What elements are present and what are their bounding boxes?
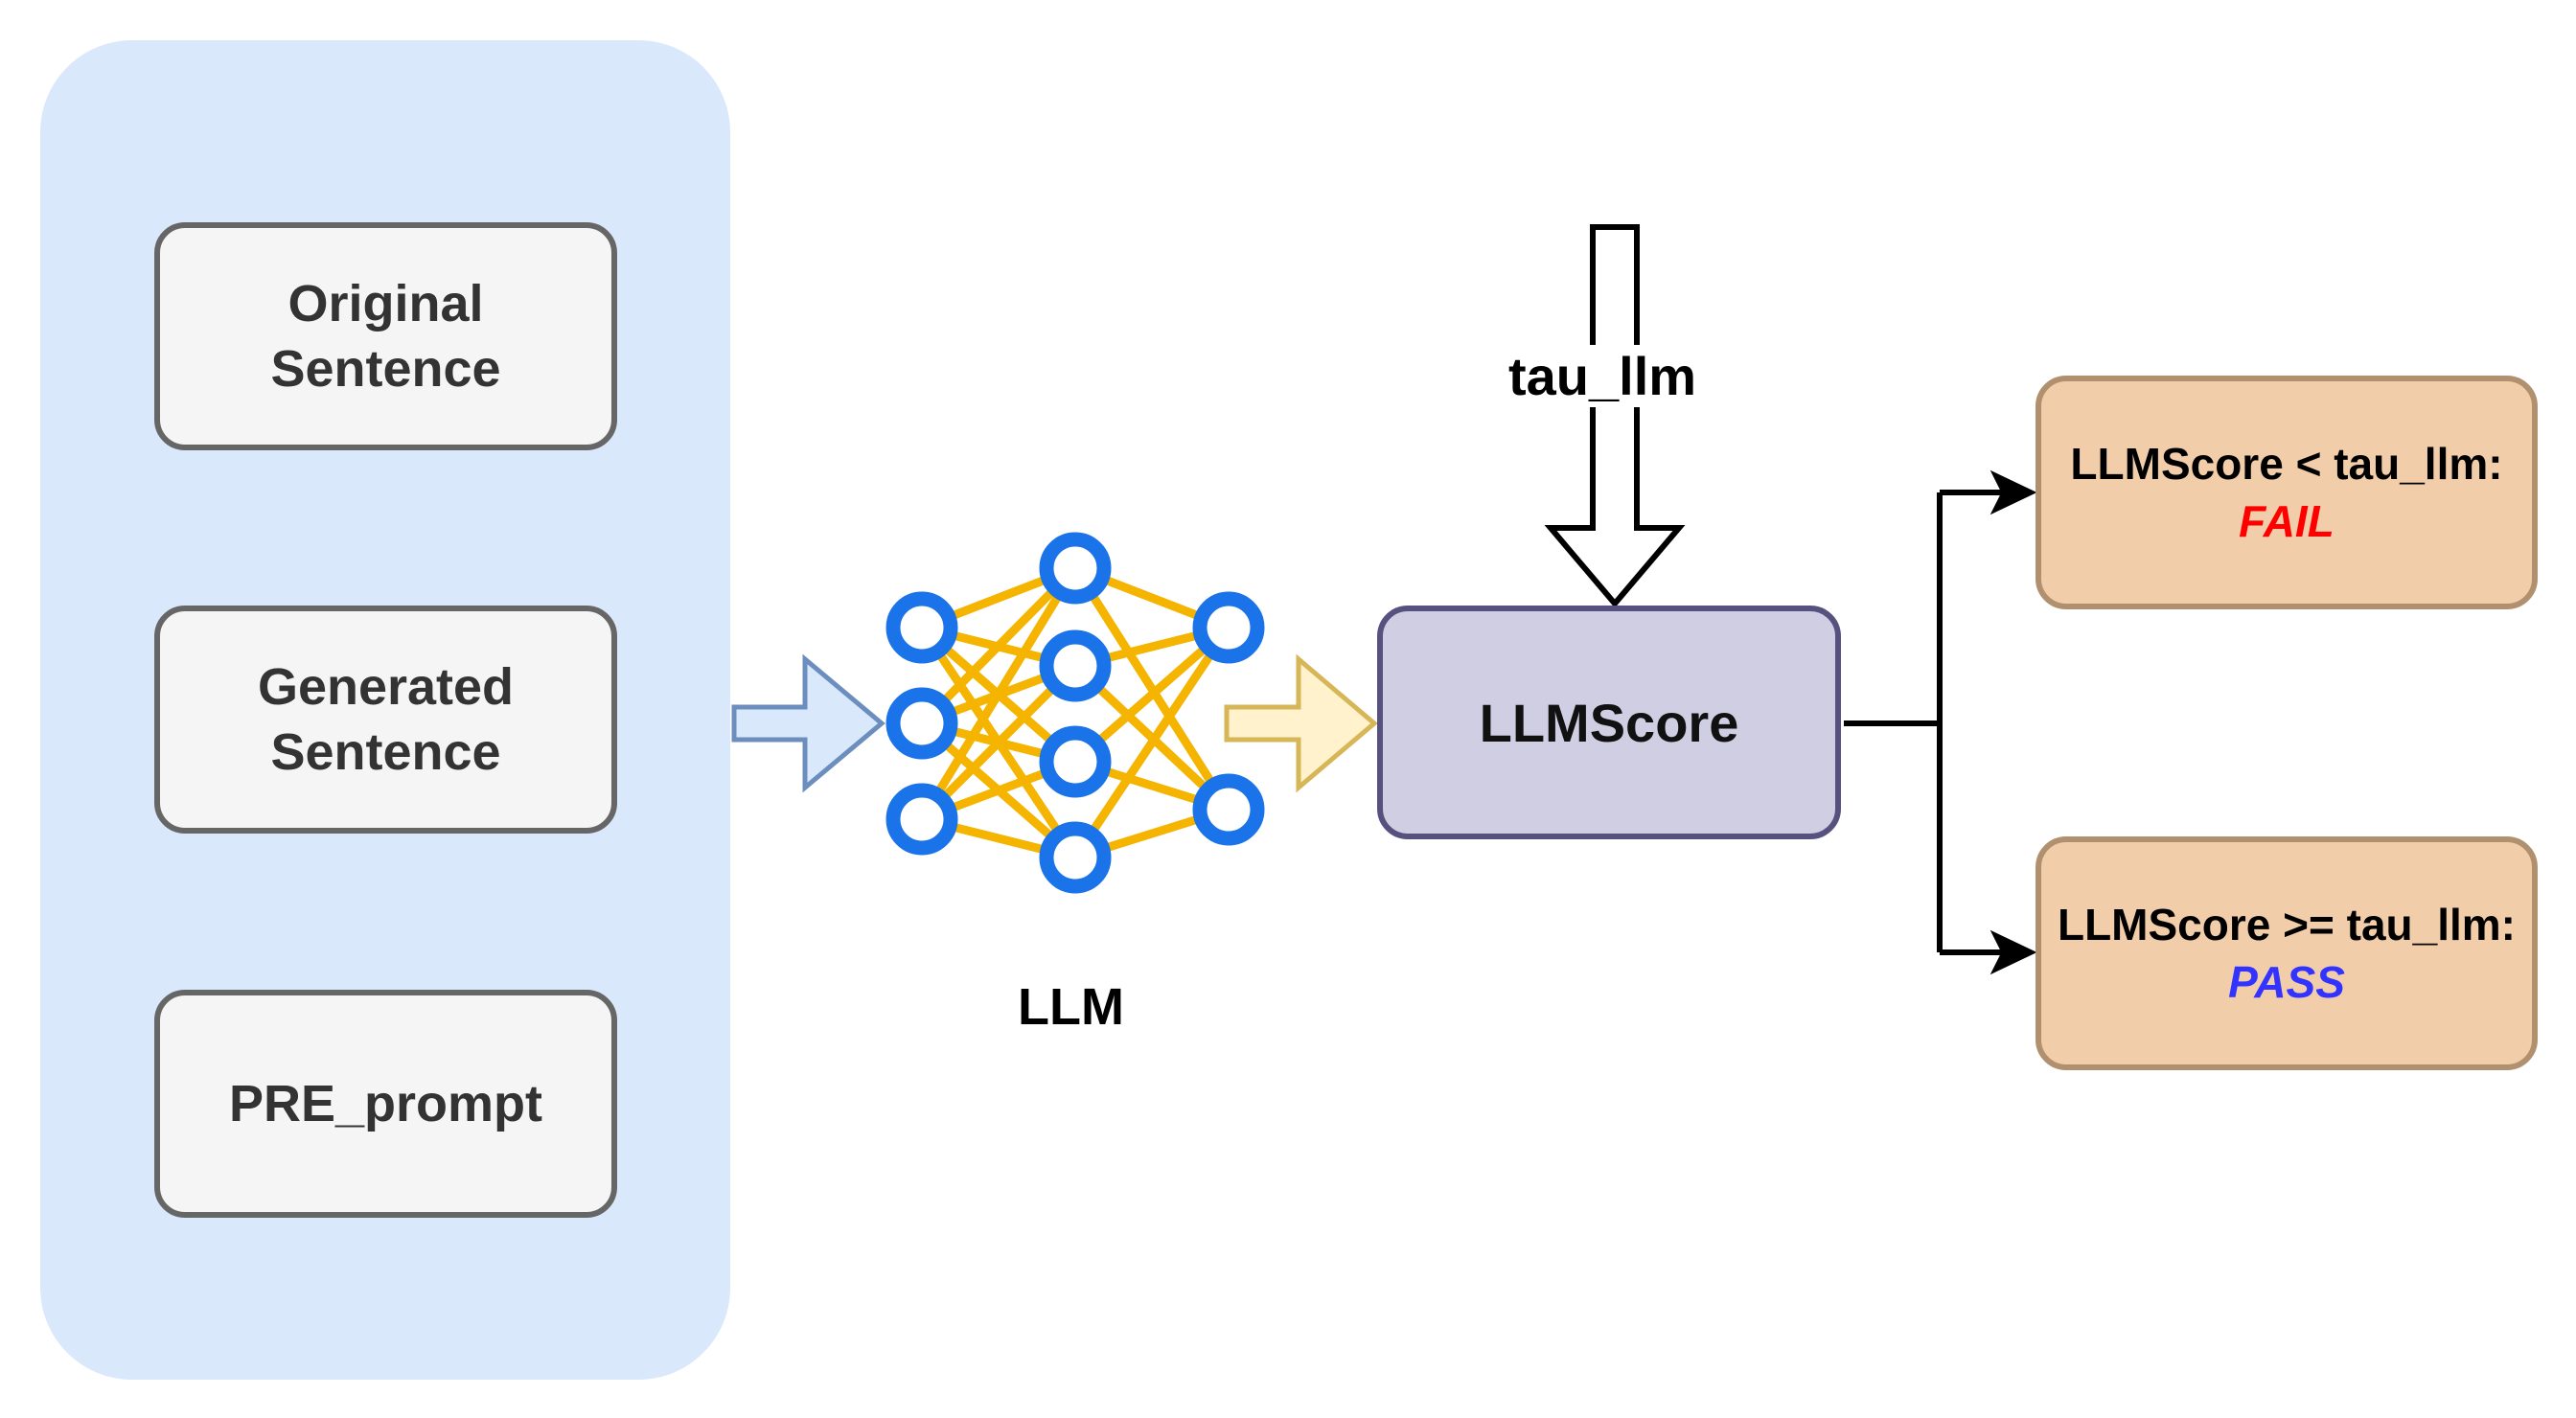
neuron-node bbox=[1192, 591, 1265, 664]
neural-network-icon bbox=[886, 532, 1265, 894]
pass-status: PASS bbox=[2228, 957, 2345, 1007]
neuron-node bbox=[886, 591, 958, 664]
input-arrow-icon bbox=[731, 653, 886, 793]
llmscore-box: LLMScore bbox=[1377, 606, 1841, 839]
pass-result-box: LLMScore >= tau_llm: PASS bbox=[2036, 836, 2538, 1070]
output-arrow-icon bbox=[1224, 653, 1378, 793]
fail-arrowhead-icon bbox=[1990, 469, 2037, 515]
threshold-arrow-icon bbox=[1544, 224, 1686, 608]
synapse-line bbox=[918, 564, 1079, 727]
threshold-label: tau_llm bbox=[1503, 345, 1703, 407]
neuron-node bbox=[1039, 725, 1112, 798]
synapse-line bbox=[1071, 565, 1232, 812]
branch-connector bbox=[1844, 490, 2003, 955]
pass-arrowhead-icon bbox=[1990, 929, 2037, 975]
neuron-node bbox=[886, 783, 958, 856]
llm-label: LLM bbox=[1018, 978, 1124, 1036]
original-sentence-box: Original Sentence bbox=[154, 222, 617, 450]
generated-sentence-box: Generated Sentence bbox=[154, 606, 617, 834]
pass-condition: LLMScore >= tau_llm: bbox=[2057, 900, 2516, 949]
synapse-line bbox=[918, 565, 1079, 822]
fail-status: FAIL bbox=[2239, 496, 2334, 546]
generated-sentence-label: Generated Sentence bbox=[257, 658, 515, 781]
pre-prompt-box: PRE_prompt bbox=[154, 990, 617, 1218]
neuron-node bbox=[886, 687, 958, 760]
neuron-node bbox=[1039, 532, 1112, 605]
fail-condition: LLMScore < tau_llm: bbox=[2070, 439, 2503, 489]
synapse-line bbox=[1071, 625, 1232, 860]
llmscore-label: LLMScore bbox=[1479, 692, 1739, 753]
neuron-node bbox=[1039, 821, 1112, 894]
fail-result-box: LLMScore < tau_llm: FAIL bbox=[2036, 376, 2538, 609]
neuron-node bbox=[1039, 629, 1112, 702]
synapse-line bbox=[918, 662, 1079, 823]
pre-prompt-label: PRE_prompt bbox=[228, 1075, 543, 1132]
original-sentence-label: Original Sentence bbox=[270, 275, 501, 398]
neuron-node bbox=[1192, 773, 1265, 846]
